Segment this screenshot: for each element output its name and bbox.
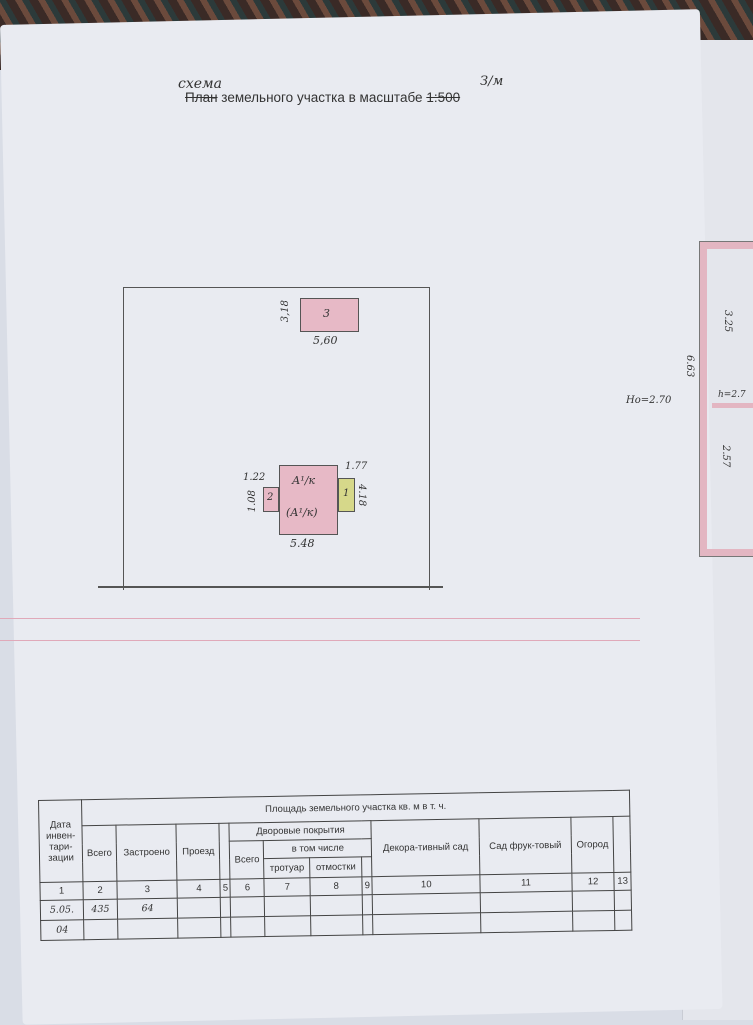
table-cell: тротуар: [264, 857, 310, 879]
table-cell: [178, 917, 222, 939]
page-title: План земельного участка в масштабе 1:500: [185, 90, 460, 105]
table-cell: [264, 895, 311, 917]
table-cell: 4: [177, 879, 221, 899]
col-date: Дата инвен-тари-зации: [38, 799, 83, 883]
dim-label: 1.22: [243, 472, 266, 483]
ruled-line: [0, 640, 640, 641]
table-cell: [372, 892, 481, 915]
table-cell: [231, 916, 266, 938]
table-cell: 6: [230, 878, 265, 898]
table-cell: [613, 816, 631, 873]
table-cell: [220, 917, 232, 938]
title-scale: 1:500: [426, 90, 461, 105]
table-cell: 5.05.: [40, 899, 84, 921]
table-cell: [361, 856, 373, 877]
building-3: 3: [300, 298, 359, 332]
table-cell: Застроено: [115, 824, 178, 882]
title-text: земельного участка в масштабе: [217, 90, 427, 105]
table-cell: [480, 891, 573, 913]
height-note: Но=2.70: [626, 395, 672, 406]
table-cell: Всего: [229, 840, 265, 880]
title-struck: План: [185, 90, 218, 105]
table-cell: 8: [309, 876, 363, 896]
corner-note: З/м: [480, 74, 504, 89]
table-cell: 3: [116, 880, 178, 900]
interior-wall: [712, 403, 753, 408]
dim-label: h=2.7: [718, 390, 746, 400]
annex-1: 1: [338, 478, 355, 512]
table-cell: [230, 896, 266, 918]
table-cell: отмостки: [309, 856, 363, 878]
table-cell: [480, 911, 573, 933]
table-cell: 435: [83, 899, 118, 920]
table-cell: [117, 918, 179, 940]
table-cell: 04: [40, 919, 84, 941]
ruled-line: [0, 618, 640, 619]
table-cell: [614, 910, 632, 931]
dim-label: 2.57: [720, 445, 731, 468]
table-cell: [220, 897, 232, 918]
dim-label: 4.18: [356, 484, 367, 507]
main-house: А¹/к (А¹/к): [279, 465, 338, 535]
dim-label: 5,60: [313, 334, 338, 347]
table-cell: [372, 912, 481, 935]
dim-label: 3.25: [722, 310, 733, 333]
table-cell: в том числе: [263, 838, 372, 859]
floor-plan: [699, 241, 753, 557]
table-cell: 9: [362, 876, 373, 895]
table-cell: [83, 919, 118, 940]
table-cell: 10: [372, 874, 481, 895]
table-cell: [614, 890, 632, 911]
table-cell: 1: [39, 881, 84, 901]
table-cell: Всего: [81, 825, 117, 882]
table-cell: [362, 894, 373, 915]
table-cell: [177, 897, 221, 919]
table-cell: Декора-тивный сад: [371, 818, 480, 877]
table-cell: 13: [614, 872, 632, 891]
annex-2: 2: [263, 487, 279, 512]
scheme-note: схема: [178, 76, 222, 92]
plot-baseline: [98, 586, 443, 588]
table-cell: [310, 914, 364, 936]
dim-label: 5.48: [290, 537, 315, 550]
table-cell: [572, 890, 615, 912]
plot-boundary: [123, 287, 430, 590]
table-cell: [362, 914, 374, 935]
table-cell: 12: [571, 872, 615, 892]
dim-label: 3,18: [280, 300, 291, 323]
table-cell: 11: [479, 873, 573, 893]
table-cell: 7: [264, 877, 311, 897]
table-cell: Проезд: [176, 823, 221, 881]
table-cell: [265, 915, 311, 937]
dim-label: 1.77: [345, 461, 368, 472]
dim-label: 6.63: [684, 355, 695, 378]
table-cell: [310, 894, 363, 916]
table-cell: 64: [117, 898, 179, 920]
table-cell: Огород: [570, 816, 615, 874]
table-cell: Сад фрук-товый: [478, 817, 572, 875]
dim-label: 1.08: [247, 490, 258, 513]
table-cell: [572, 910, 616, 932]
table-cell: 2: [82, 881, 118, 900]
table-cell: 5: [220, 879, 231, 898]
